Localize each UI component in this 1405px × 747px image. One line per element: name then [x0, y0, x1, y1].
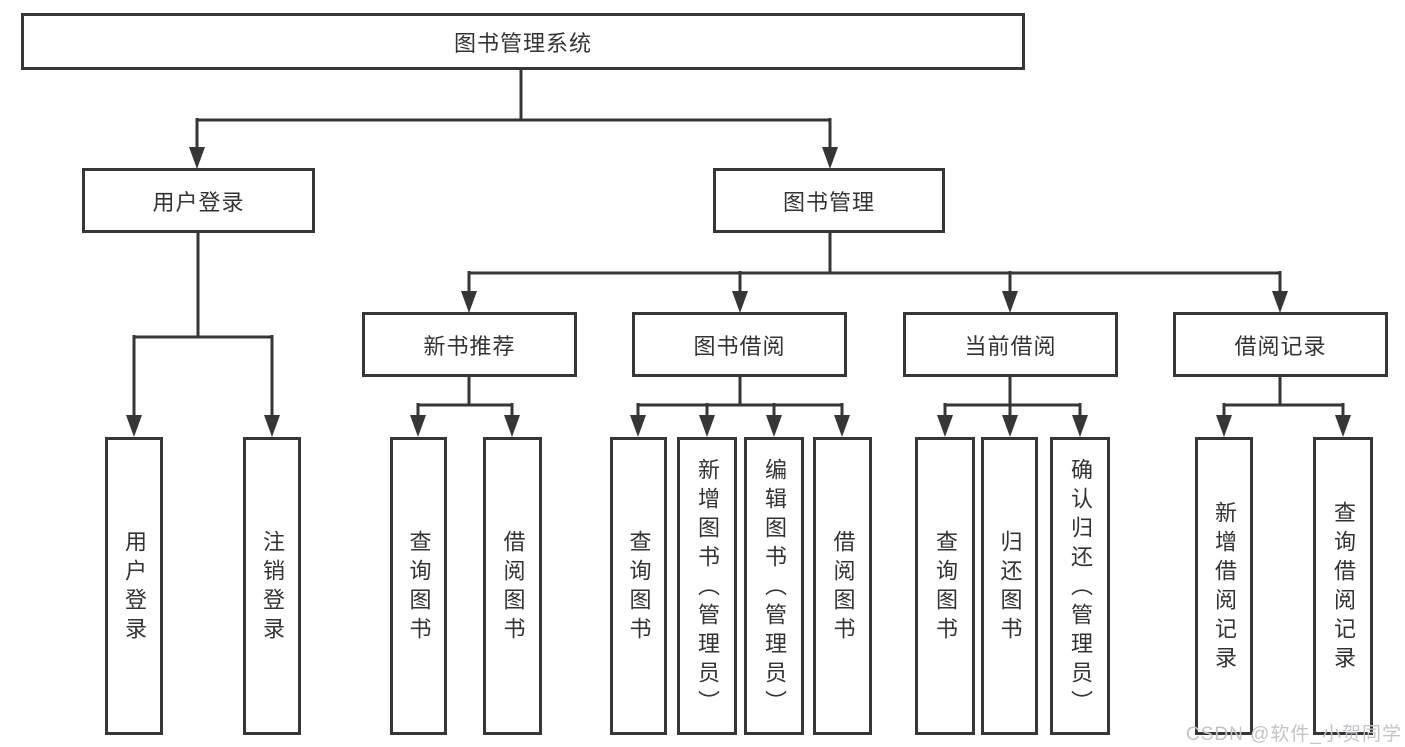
- arrowhead-icon: [461, 291, 477, 313]
- node-new-book-recommend: 新书推荐: [362, 312, 577, 377]
- arrowhead-icon: [410, 415, 426, 437]
- arrowhead-icon: [1272, 291, 1288, 313]
- arrowhead-icon: [1072, 415, 1088, 437]
- arrowhead-icon: [732, 291, 748, 313]
- node-current-borrow: 当前借阅: [903, 312, 1118, 377]
- arrowhead-icon: [937, 415, 953, 437]
- leaf-query-books-current: 查询图书: [915, 437, 975, 735]
- leaf-user-login: 用户登录: [105, 437, 163, 735]
- arrowhead-icon: [1002, 291, 1018, 313]
- arrowhead-icon: [504, 415, 520, 437]
- connector-bookborrow-to-leaves: [630, 377, 850, 437]
- leaf-query-borrow-record: 查询借阅记录: [1313, 437, 1373, 735]
- arrowhead-icon: [189, 147, 205, 169]
- connector-currentborrow-to-leaves: [937, 377, 1088, 437]
- connector-borrowrecords-to-leaves: [1216, 377, 1351, 437]
- arrowhead-icon: [834, 415, 850, 437]
- leaf-add-borrow-record: 新增借阅记录: [1195, 437, 1253, 735]
- leaf-borrow-books-recommend: 借阅图书: [483, 437, 542, 735]
- csdn-watermark: CSDN @软件_小贺同学: [1186, 724, 1402, 745]
- connector-newbook-to-leaves: [410, 377, 520, 437]
- arrowhead-icon: [1002, 415, 1018, 437]
- arrowhead-icon: [630, 415, 646, 437]
- node-borrow-records: 借阅记录: [1173, 312, 1388, 377]
- connector-userlogin-to-leaves: [126, 233, 280, 437]
- leaf-logout: 注销登录: [243, 437, 301, 735]
- connector-bookmgmt-to-level3: [461, 233, 1288, 313]
- leaf-borrow-books: 借阅图书: [813, 437, 872, 735]
- arrowhead-icon: [699, 415, 715, 437]
- leaf-return-books: 归还图书: [981, 437, 1038, 735]
- arrowhead-icon: [264, 415, 280, 437]
- node-book-borrow: 图书借阅: [632, 312, 847, 377]
- leaf-add-books-admin: 新增图书（管理员）: [677, 437, 737, 735]
- leaf-confirm-return-admin: 确认归还（管理员）: [1050, 437, 1110, 735]
- arrowhead-icon: [1335, 415, 1351, 437]
- node-book-management: 图书管理: [713, 168, 945, 233]
- arrowhead-icon: [1216, 415, 1232, 437]
- leaf-query-books-borrow: 查询图书: [610, 437, 667, 735]
- leaf-query-books-recommend: 查询图书: [390, 437, 447, 735]
- node-user-login: 用户登录: [82, 168, 315, 233]
- connector-root-to-level2: [189, 70, 838, 169]
- leaf-edit-books-admin: 编辑图书（管理员）: [744, 437, 804, 735]
- arrowhead-icon: [126, 415, 142, 437]
- arrowhead-icon: [766, 415, 782, 437]
- arrowhead-icon: [822, 147, 838, 169]
- node-library-management-system: 图书管理系统: [21, 13, 1025, 70]
